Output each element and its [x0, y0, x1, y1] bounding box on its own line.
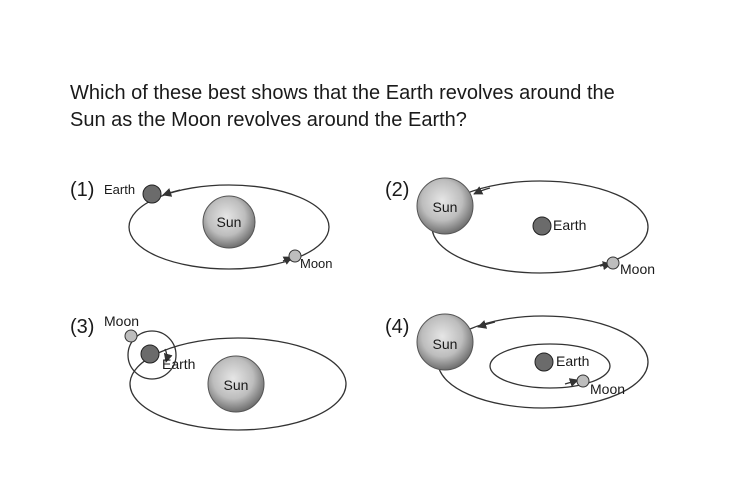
option-4-earth [534, 352, 554, 372]
option-3-number: (3) [70, 316, 94, 338]
option-2-sun-label: Sun [433, 199, 458, 215]
option-4-number: (4) [385, 316, 409, 338]
option-3-arrow-moon [163, 348, 173, 363]
option-1-earth [142, 184, 162, 204]
question-line-1: Which of these best shows that the Earth… [70, 82, 615, 104]
option-2-diagram[interactable]: (2) Sun Earth Moon [385, 177, 655, 277]
option-4-diagram[interactable]: (4) Sun Earth Moon [385, 313, 649, 409]
option-1-sun-label: Sun [217, 214, 242, 230]
option-2-arrow-earth [473, 186, 491, 195]
question-line-2: Sun as the Moon revolves around the Eart… [70, 109, 467, 131]
option-3-sun-label: Sun [224, 377, 249, 393]
option-2-earth-label: Earth [553, 217, 586, 233]
option-3-diagram[interactable]: (3) Sun Earth Moon [70, 313, 347, 431]
option-3-moon-label: Moon [104, 313, 139, 329]
option-1-diagram[interactable]: (1) Sun Earth Moon [70, 179, 333, 271]
option-3-earth-label: Earth [162, 356, 195, 372]
option-4-arrow-earth [477, 320, 496, 329]
option-1-earth-orbit [128, 184, 330, 270]
option-1-arrow-earth [162, 188, 181, 197]
option-2-moon [606, 256, 620, 270]
question-text: Which of these best shows that the Earth… [70, 80, 710, 134]
option-4-moon-label: Moon [590, 381, 625, 397]
option-4-sun [416, 313, 474, 371]
option-1-moon [288, 249, 302, 263]
option-3-sun [207, 355, 265, 413]
option-4-moon-orbit [489, 343, 611, 389]
option-1-earth-label: Earth [104, 182, 135, 197]
option-4-arrow-moon [564, 378, 579, 387]
option-1-moon-label: Moon [300, 256, 333, 271]
option-2-moon-label: Moon [620, 261, 655, 277]
option-1-number: (1) [70, 179, 94, 201]
option-2-earth [532, 216, 552, 236]
option-2-number: (2) [385, 179, 409, 201]
option-3-moon-orbit [127, 330, 177, 380]
option-3-moon [124, 329, 138, 343]
option-3-earth-orbit [129, 337, 347, 431]
option-4-moon [576, 374, 590, 388]
option-1-sun [202, 195, 256, 249]
option-2-sun [416, 177, 474, 235]
option-3-earth [140, 344, 160, 364]
option-4-earth-label: Earth [556, 353, 589, 369]
option-4-sun-label: Sun [433, 336, 458, 352]
